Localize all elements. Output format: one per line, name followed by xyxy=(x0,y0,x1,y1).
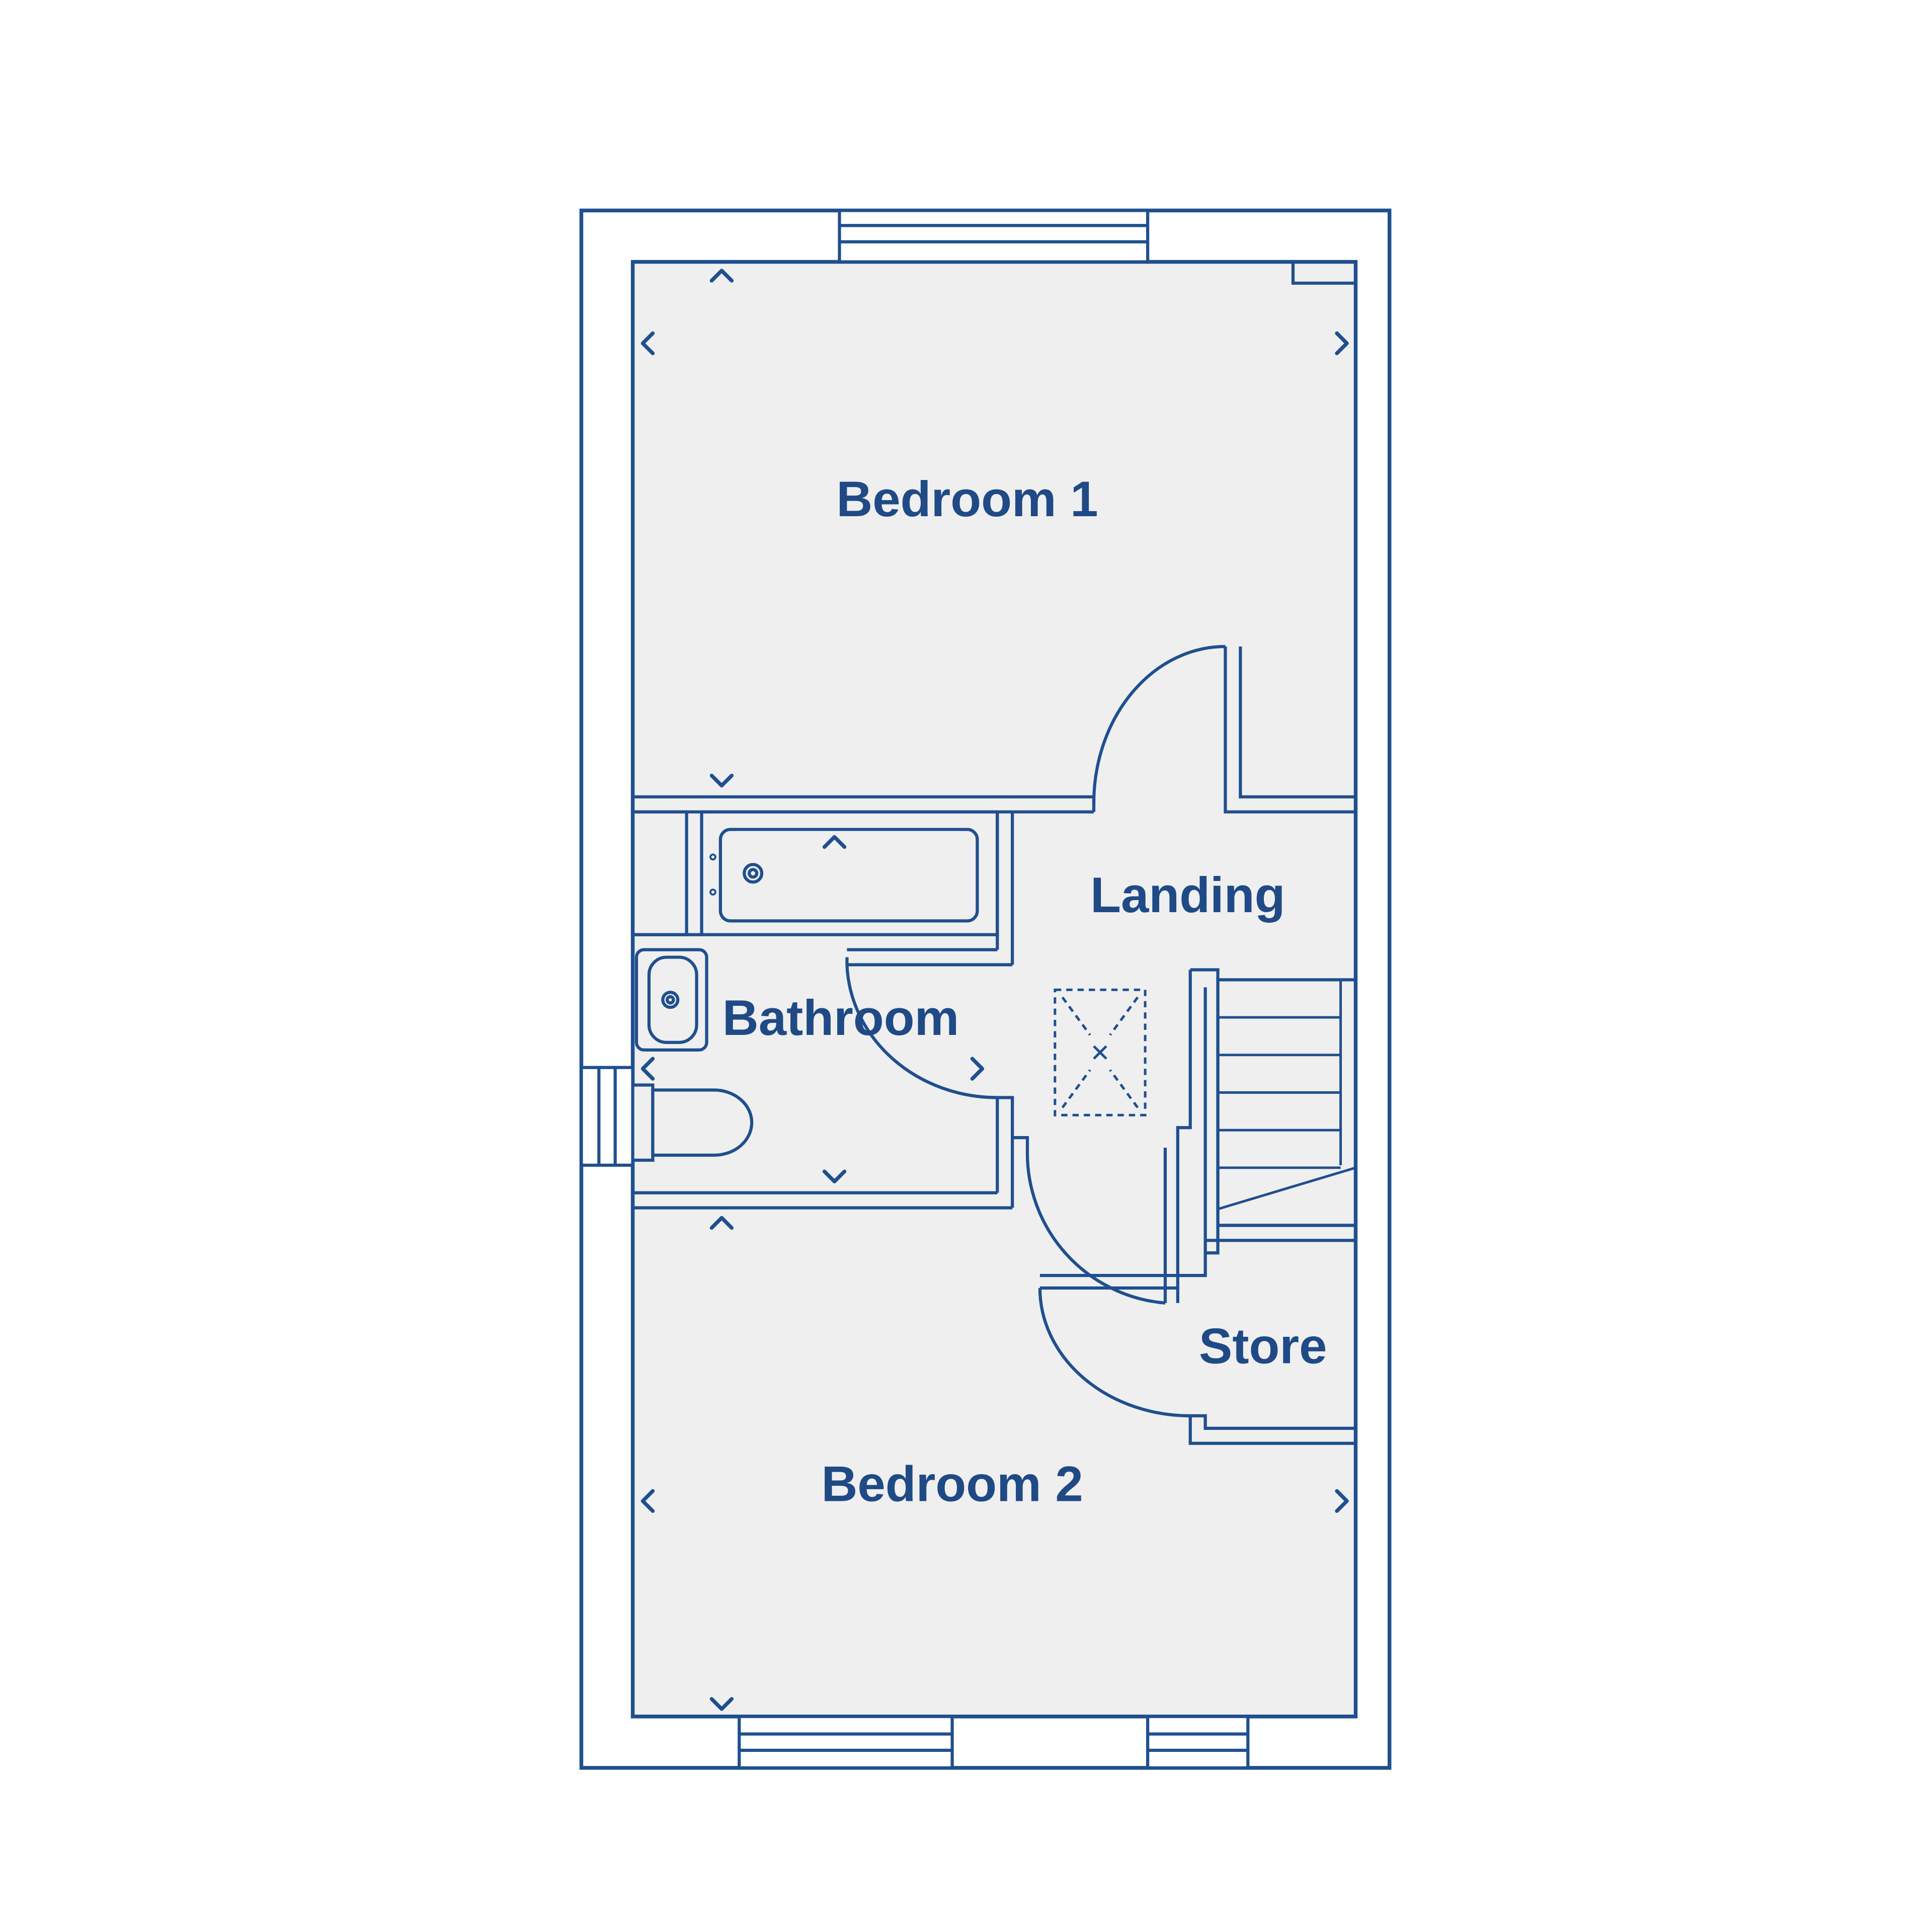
loft-hatch-icon xyxy=(1054,988,1147,1116)
chevron-down-icon xyxy=(709,773,734,788)
staircase-icon xyxy=(1216,978,1357,1227)
chevron-left-icon xyxy=(640,1489,655,1513)
bedroom1-wall-right xyxy=(1239,646,1356,798)
chevron-right-icon xyxy=(1335,1489,1349,1513)
basin-icon xyxy=(634,948,708,1052)
bathtub-icon xyxy=(709,828,979,923)
room-labels: Bedroom 1 Landing Bathroom Store Bedroom… xyxy=(722,471,1327,1512)
room-label-bedroom-1: Bedroom 1 xyxy=(836,471,1098,527)
chevron-down-icon xyxy=(822,1169,847,1184)
chevron-up-icon xyxy=(709,1216,734,1230)
room-label-bedroom-2: Bedroom 2 xyxy=(821,1456,1083,1512)
chevron-left-icon xyxy=(640,331,655,355)
corner-box xyxy=(1291,262,1356,285)
bath-enclosure xyxy=(700,810,999,936)
windows xyxy=(580,209,1250,1769)
door-bedroom2 xyxy=(1025,1150,1166,1305)
chevron-right-icon xyxy=(970,1057,985,1081)
chevron-up-icon xyxy=(822,835,847,849)
room-label-landing: Landing xyxy=(1090,867,1285,923)
window-bedroom2-left xyxy=(738,1715,954,1769)
window-bedroom1 xyxy=(838,209,1150,264)
door-store xyxy=(1038,1287,1190,1418)
window-bathroom xyxy=(580,1066,634,1167)
store-wall xyxy=(1190,1414,1356,1430)
toilet-icon xyxy=(631,1083,754,1162)
door-bedroom1 xyxy=(1092,645,1226,803)
chevron-left-icon xyxy=(640,1057,655,1081)
room-label-store: Store xyxy=(1199,1318,1327,1374)
room-label-bathroom: Bathroom xyxy=(722,990,959,1046)
floor-fill xyxy=(632,262,1356,1717)
dimension-markers xyxy=(640,269,1349,1711)
floor-area xyxy=(632,262,1356,1717)
chevron-right-icon xyxy=(1335,331,1349,355)
door-bathroom xyxy=(845,957,998,1099)
chevron-up-icon xyxy=(709,269,734,283)
chevron-down-icon xyxy=(709,1697,734,1711)
window-bedroom2-right xyxy=(1146,1715,1250,1769)
doors xyxy=(845,645,1226,1418)
